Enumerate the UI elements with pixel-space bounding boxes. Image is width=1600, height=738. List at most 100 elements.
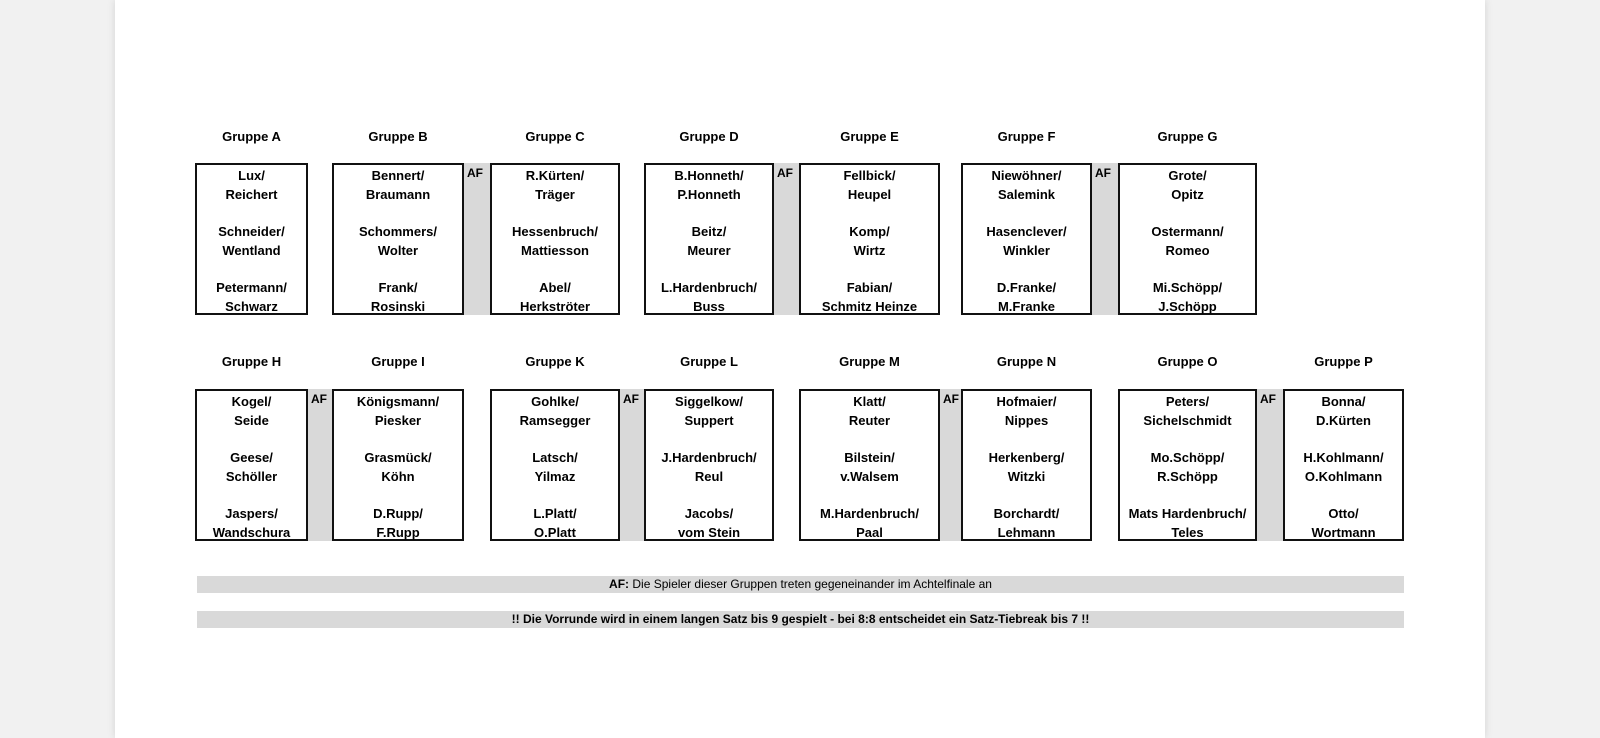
group-title: Gruppe B: [368, 129, 428, 144]
player-1: Grasmück/: [364, 450, 432, 465]
team-pair: Niewöhner/Salemink: [963, 167, 1090, 204]
af-label: AF: [1260, 392, 1276, 406]
player-1: Otto/: [1328, 506, 1359, 521]
player-1: Bennert/: [371, 168, 425, 183]
player-2: Schwarz: [225, 298, 278, 314]
team-pair: Hessenbruch/Mattiesson: [492, 223, 618, 260]
player-1: Latsch/: [532, 450, 578, 465]
team-pair: Herkenberg/Witzki: [963, 449, 1090, 486]
player-2: Meurer: [687, 242, 731, 258]
team-pair: Mats Hardenbruch/Teles: [1120, 505, 1255, 542]
player-2: Ramsegger: [519, 412, 591, 428]
af-separator: [940, 389, 961, 541]
player-1: R.Kürten/: [525, 168, 585, 183]
player-1: L.Platt/: [533, 506, 577, 521]
team-pair: Königsmann/Piesker: [334, 393, 462, 430]
team-pair: B.Honneth/P.Honneth: [646, 167, 772, 204]
player-1: D.Rupp/: [373, 506, 423, 521]
team-pair: Lux/Reichert: [197, 167, 306, 204]
rule-note: !! Die Vorrunde wird in einem langen Sat…: [197, 611, 1404, 628]
player-2: Teles: [1171, 524, 1204, 540]
team-pair: Mi.Schöpp/J.Schöpp: [1120, 279, 1255, 316]
team-pair: Hasenclever/Winkler: [963, 223, 1090, 260]
player-2: M.Franke: [997, 298, 1056, 314]
player-1: Fellbick/: [843, 168, 896, 183]
player-2: v.Walsem: [840, 468, 899, 484]
group-title: Gruppe G: [1157, 129, 1218, 144]
player-2: R.Schöpp: [1157, 468, 1218, 484]
player-1: Hofmaier/: [996, 394, 1057, 409]
af-label: AF: [777, 166, 793, 180]
team-pair: Borchardt/Lehmann: [963, 505, 1090, 542]
player-1: Bonna/: [1321, 394, 1366, 409]
player-1: D.Franke/: [996, 280, 1057, 295]
player-2: Nippes: [1004, 412, 1049, 428]
player-1: Komp/: [849, 224, 890, 239]
team-pair: Beitz/Meurer: [646, 223, 772, 260]
af-note-prefix: AF:: [609, 577, 630, 591]
player-2: Mattiesson: [521, 242, 589, 258]
group-title: Gruppe C: [525, 129, 585, 144]
team-pair: R.Kürten/Träger: [492, 167, 618, 204]
team-pair: Komp/Wirtz: [801, 223, 938, 260]
team-pair: Kogel/Seide: [197, 393, 306, 430]
player-1: Borchardt/: [993, 506, 1060, 521]
team-pair: Fellbick/Heupel: [801, 167, 938, 204]
player-1: Peters/: [1165, 394, 1210, 409]
player-2: Wirtz: [853, 242, 886, 258]
player-2: P.Honneth: [677, 186, 741, 202]
player-1: Schneider/: [218, 224, 285, 239]
player-2: Reul: [694, 468, 724, 484]
player-1: H.Kohlmann/: [1303, 450, 1384, 465]
player-2: Rosinski: [370, 298, 426, 314]
group-title: Gruppe D: [679, 129, 739, 144]
player-1: Jaspers/: [225, 506, 278, 521]
player-1: Jacobs/: [684, 506, 734, 521]
player-1: B.Honneth/: [674, 168, 744, 183]
group-title: Gruppe N: [996, 354, 1057, 369]
player-1: Fabian/: [846, 280, 893, 295]
af-separator: [774, 163, 799, 315]
player-2: Buss: [693, 298, 725, 314]
player-1: Kogel/: [231, 394, 272, 409]
team-pair: Geese/Schöller: [197, 449, 306, 486]
team-pair: Frank/Rosinski: [334, 279, 462, 316]
player-1: Mo.Schöpp/: [1150, 450, 1225, 465]
player-2: Lehmann: [997, 524, 1056, 540]
team-pair: Klatt/Reuter: [801, 393, 938, 430]
player-2: Wortmann: [1311, 524, 1376, 540]
team-pair: Latsch/Yilmaz: [492, 449, 618, 486]
player-2: vom Stein: [677, 524, 741, 540]
team-pair: J.Hardenbruch/Reul: [646, 449, 772, 486]
group-title: Gruppe F: [997, 129, 1056, 144]
af-label: AF: [467, 166, 483, 180]
player-2: F.Rupp: [376, 524, 420, 540]
player-1: L.Hardenbruch/: [660, 280, 758, 295]
player-2: Romeo: [1165, 242, 1210, 258]
player-1: Herkenberg/: [988, 450, 1065, 465]
player-1: Hessenbruch/: [512, 224, 598, 239]
player-1: Klatt/: [853, 394, 886, 409]
player-2: Suppert: [684, 412, 734, 428]
player-1: Niewöhner/: [991, 168, 1062, 183]
team-pair: Siggelkow/Suppert: [646, 393, 772, 430]
team-pair: Jaspers/Wandschura: [197, 505, 306, 542]
team-pair: Ostermann/Romeo: [1120, 223, 1255, 260]
team-pair: Petermann/Schwarz: [197, 279, 306, 316]
player-1: Königsmann/: [356, 394, 440, 409]
player-2: Sichelschmidt: [1143, 412, 1232, 428]
group-title: Gruppe K: [525, 354, 585, 369]
group-title: Gruppe M: [839, 354, 900, 369]
af-separator: [620, 389, 644, 541]
team-pair: Fabian/Schmitz Heinze: [801, 279, 938, 316]
player-1: Frank/: [378, 280, 418, 295]
af-label: AF: [943, 392, 959, 406]
